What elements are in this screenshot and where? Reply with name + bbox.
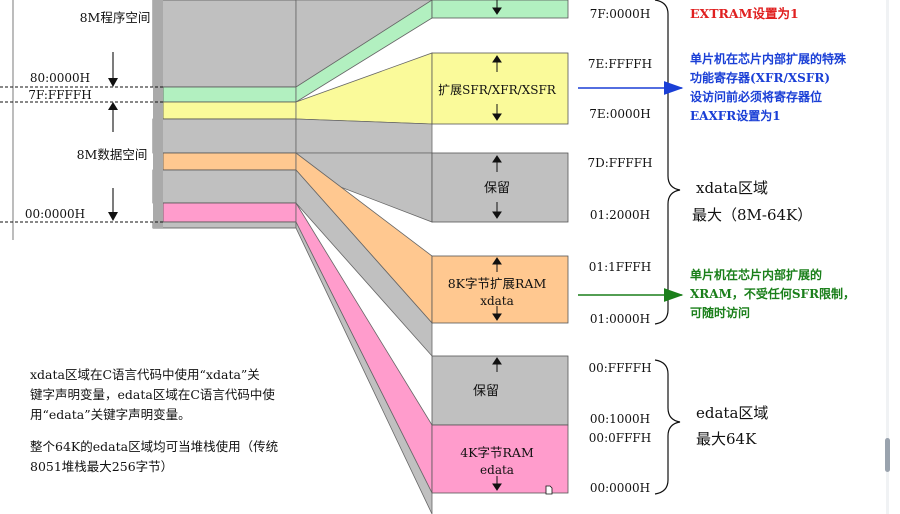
bar-yellow	[162, 101, 297, 120]
bar-pink	[162, 202, 297, 223]
xram-sublabel: xdata	[480, 294, 514, 308]
eram-label: 4K字节RAM	[460, 445, 534, 460]
addr-001000: 00:1000H	[590, 412, 650, 426]
reserved-lower-label: 保留	[473, 384, 499, 399]
left-boundaries	[0, 0, 163, 240]
addr-7effff: 7E:FFFFH	[588, 57, 652, 71]
block-xram	[431, 255, 569, 324]
extram-note: EXTRAM设置为1	[690, 6, 799, 21]
addr-012000: 01:2000H	[590, 208, 650, 222]
fan-grey-mid	[295, 118, 433, 154]
xdata-brace	[654, 0, 681, 325]
block-reserved-upper	[431, 152, 569, 223]
addr-000000-right: 00:0000H	[590, 481, 650, 495]
addr-7f0000: 7F:0000H	[590, 7, 651, 21]
sfr-note: 单片机在芯片内部扩展的特殊 功能寄存器(XFR/XSFR) 设访问前必须将寄存器…	[690, 50, 846, 126]
stack-note-line-2: 8051堆栈最大256字节）	[30, 459, 174, 474]
fan-connectors	[295, 0, 433, 514]
addr-7dffff: 7D:FFFFH	[587, 156, 652, 170]
usage-note-line-2: 键字声明变量，edata区域在C语言代码中使	[30, 387, 275, 402]
addr-00ffff: 00:FFFFH	[588, 361, 651, 375]
stack-note: 整个64K的edata区域均可当堆栈使用（传统 8051堆栈最大256字节）	[30, 437, 278, 477]
scrollbar-track[interactable]	[886, 0, 889, 514]
usage-note: xdata区域在C语言代码中使用“xdata”关 键字声明变量，edata区域在…	[30, 365, 275, 425]
bar-grey-low	[152, 169, 297, 204]
bar-orange	[162, 152, 297, 171]
addr-800000-label: 80:0000H	[30, 71, 90, 85]
sfr-note-line-1: 单片机在芯片内部扩展的特殊	[690, 52, 847, 66]
bar-shadow	[153, 0, 163, 228]
addr-7fffff-label: 7F:FFFFH	[28, 88, 91, 102]
scrollbar-thumb[interactable]	[885, 438, 890, 472]
block-reserved-lower	[431, 355, 569, 426]
usage-note-line-1: xdata区域在C语言代码中使用“xdata”关	[30, 367, 260, 382]
address-labels: 7F:0000H 7E:FFFFH 7E:0000H 7D:FFFFH 01:2…	[587, 7, 652, 495]
addr-000fff: 00:0FFFH	[589, 431, 651, 445]
edata-brace	[654, 359, 681, 495]
block-sfr	[431, 52, 569, 125]
xdata-region-size: 最大（8M-64K）	[692, 206, 812, 224]
left-memory-bar	[152, 0, 297, 229]
block-arrows	[492, 0, 502, 491]
cursor-hand-icon	[545, 485, 553, 495]
sfr-label: 扩展SFR/XFR/XSFR	[438, 83, 557, 97]
fan-bottom	[295, 221, 433, 514]
data-space-label: 8M数据空间	[77, 147, 148, 162]
xram-label: 8K字节扩展RAM	[448, 276, 547, 291]
xram-note-line-2: XRAM，不受任何SFR限制，	[690, 287, 856, 301]
xram-note: 单片机在芯片内部扩展的 XRAM，不受任何SFR限制， 可随时访问	[690, 266, 855, 323]
bar-prog-space	[152, 0, 297, 88]
addr-011fff: 01:1FFFH	[589, 260, 651, 274]
addr-000000-label: 00:0000H	[25, 207, 85, 221]
bar-green	[162, 86, 297, 103]
right-blocks	[431, 0, 569, 494]
edata-region-title: edata区域	[696, 404, 768, 422]
bar-grey-mid	[152, 118, 297, 154]
sfr-note-line-3: 设访问前必须将寄存器位	[690, 90, 823, 104]
sfr-note-line-2: 功能寄存器(XFR/XSFR)	[690, 71, 831, 85]
prog-space-label: 8M程序空间	[80, 10, 151, 25]
reserved-upper-label: 保留	[484, 181, 510, 196]
edata-region-size: 最大64K	[696, 430, 757, 448]
addr-7e0000: 7E:0000H	[589, 107, 650, 121]
xram-note-line-1: 单片机在芯片内部扩展的	[690, 268, 823, 282]
eram-sublabel: edata	[480, 463, 514, 477]
bar-bottom	[152, 221, 297, 229]
addr-010000: 01:0000H	[590, 312, 650, 326]
xram-note-line-3: 可随时访问	[690, 306, 751, 320]
usage-note-line-3: 用“edata”关键字声明变量。	[30, 407, 191, 422]
xdata-region-title: xdata区域	[696, 179, 768, 197]
block-eram	[431, 424, 569, 494]
sfr-note-line-4: EAXFR设置为1	[690, 109, 781, 123]
stack-note-line-1: 整个64K的edata区域均可当堆栈使用（传统	[30, 439, 279, 454]
